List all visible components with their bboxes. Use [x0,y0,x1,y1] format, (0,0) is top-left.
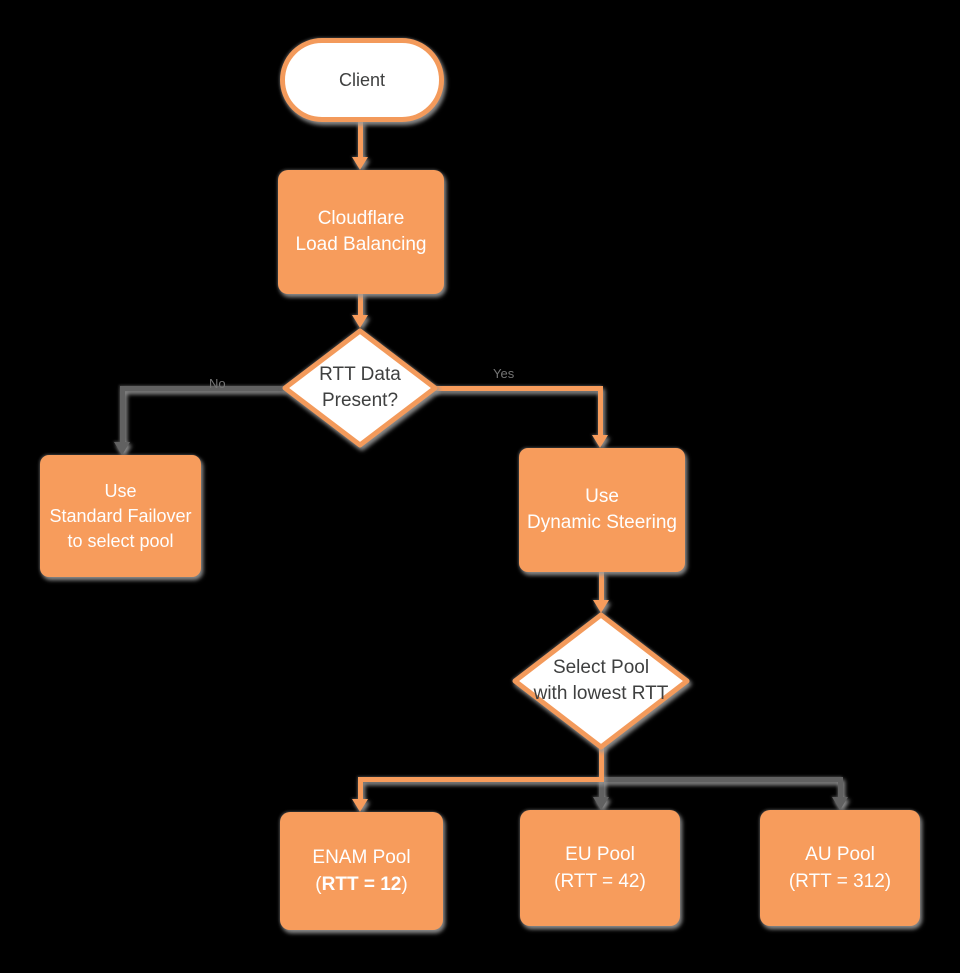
node-label-line: Cloudflare [317,208,405,229]
edge-segment [358,120,363,160]
edge-segment [433,386,603,391]
edge-segment [598,386,603,436]
decision-diamond-icon [282,328,438,448]
node-label: Client [338,70,386,90]
node-rtt-decision: RTT Data Present? [282,328,438,448]
node-label-line: EU Pool [565,844,635,865]
node-load-balancing: Cloudflare Load Balancing [278,170,444,294]
node-label-line: ENAM Pool [312,847,411,868]
edge-segment [599,572,604,602]
arrowhead-down-icon [352,799,368,812]
arrowhead-down-icon [593,797,609,810]
rtt-paren-close: ) [401,874,408,895]
node-au-pool: AU Pool (RTT = 312) [760,810,920,926]
node-label-line: Standard Failover [49,505,192,526]
edge-segment [358,777,363,802]
edge-segment [120,386,285,391]
node-label-line: with lowest RTT [533,683,669,704]
arrowhead-down-icon [592,435,608,448]
node-label-line: Load Balancing [295,234,427,255]
node-label-line: Select Pool [552,657,650,678]
node-label-line: (RTT = 312) [788,871,892,892]
edge-segment [358,292,363,318]
edge-segment [600,777,842,782]
node-select-pool: Select Pool with lowest RTT [512,612,690,750]
node-enam-pool: ENAM Pool (RTT = 12) [280,812,443,930]
edge-label-no: No [209,376,226,391]
rtt-paren-open: ( [315,874,322,895]
node-client: Client [280,38,444,122]
node-standard-failover: Use Standard Failover to select pool [40,455,201,577]
edge-label-yes: Yes [493,366,515,381]
node-dynamic-steering: Use Dynamic Steering [519,448,685,572]
edge-segment [358,777,604,782]
node-label-line: Use [585,486,619,507]
node-label-line: to select pool [67,530,174,551]
edge-segment [599,745,604,782]
node-label-line: AU Pool [805,844,875,865]
node-label-line: RTT Data [319,364,401,385]
node-label-line: (RTT = 42) [554,871,646,892]
rtt-value-bold: RTT = 12 [321,874,402,895]
node-eu-pool: EU Pool (RTT = 42) [520,810,680,926]
arrowhead-down-icon [832,797,848,810]
edge-segment [838,777,843,799]
arrowhead-down-icon [352,315,368,328]
node-label-line: Use [104,480,137,501]
node-label-line: Dynamic Steering [527,512,677,533]
decision-diamond-icon [512,612,690,750]
edge-segment [599,777,604,799]
node-label-line: (RTT = 12) [315,871,407,898]
arrowhead-down-icon [352,157,368,170]
edge-segment [120,386,125,443]
node-label-line: Present? [321,390,399,411]
arrowhead-down-icon [114,442,130,455]
